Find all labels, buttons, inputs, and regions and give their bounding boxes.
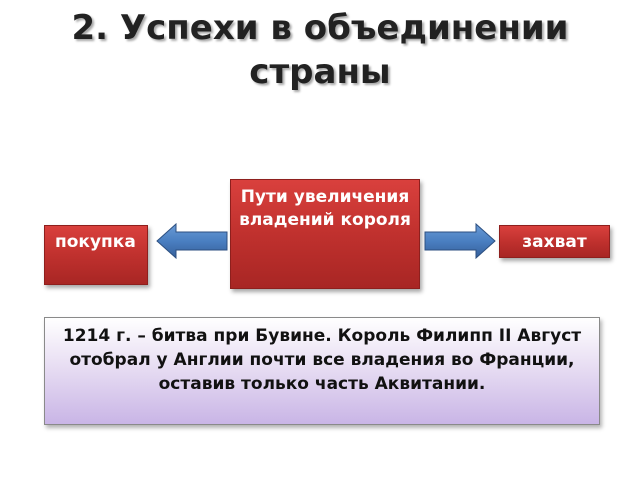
right-box-capture: захват bbox=[499, 225, 610, 258]
slide-title: 2. Успехи в объединении страны bbox=[71, 8, 569, 92]
left-box-purchase: покупка bbox=[44, 225, 148, 285]
arrow-left-icon bbox=[156, 223, 228, 259]
arrow-right-icon bbox=[424, 223, 496, 259]
info-box: 1214 г. – битва при Бувине. Король Филип… bbox=[44, 317, 600, 425]
center-box: Пути увеличения владений короля bbox=[230, 179, 420, 289]
